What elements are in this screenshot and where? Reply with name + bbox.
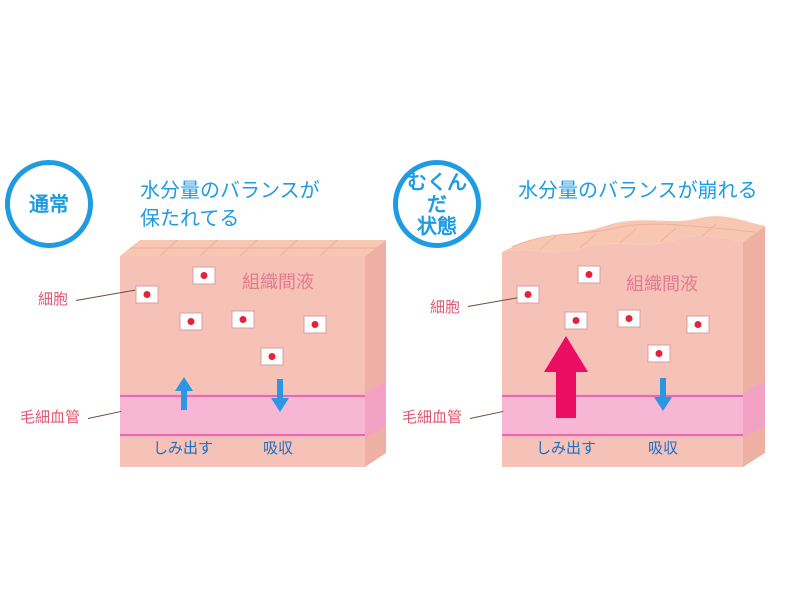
capillary — [502, 393, 743, 438]
cell-icon — [617, 309, 641, 328]
tissue-top-face — [502, 216, 765, 253]
label-cell: 細胞 — [38, 290, 69, 308]
tissue-block-normal — [120, 239, 386, 467]
status-badge-swollen: むくんだ状態 — [393, 160, 481, 248]
cell-icon — [192, 266, 216, 285]
down-arrow-icon — [654, 378, 672, 411]
label-capillary: 毛細血管 — [20, 408, 81, 426]
cell-icon — [516, 285, 540, 304]
up-arrow-icon — [544, 336, 588, 418]
down-arrow-icon — [271, 379, 289, 412]
tissue-top-grid — [130, 239, 376, 257]
cell-icon — [647, 344, 671, 363]
label-capillary: 毛細血管 — [402, 408, 463, 426]
capillary — [120, 393, 365, 438]
tissue-top-grid — [511, 223, 756, 250]
cell-icon — [577, 265, 601, 284]
cell-icon — [135, 285, 159, 304]
cell-icon — [179, 312, 203, 331]
label-interstitial-fluid: 組織間液 — [626, 274, 698, 295]
label-absorb: 吸収 — [263, 439, 294, 457]
label-interstitial-fluid: 組織間液 — [242, 272, 314, 293]
label-cell: 細胞 — [430, 298, 461, 316]
label-absorb: 吸収 — [648, 439, 679, 457]
headline-swollen: 水分量のバランスが崩れる — [518, 178, 758, 202]
up-arrow-icon — [175, 377, 193, 410]
status-badge-normal: 通常 — [5, 160, 93, 248]
tissue-block-swollen — [502, 216, 765, 467]
cell-icon — [303, 315, 327, 334]
cell-icon — [260, 347, 284, 366]
cell-icon — [686, 315, 710, 334]
cell-icon — [231, 310, 255, 329]
cell-icon — [564, 311, 588, 330]
panel-normal: 通常 水分量のバランスが 保たれてる 細胞 毛細血管 組織間液 しみ出す 吸収 — [5, 160, 386, 467]
headline-normal: 水分量のバランスが 保たれてる — [140, 178, 320, 230]
panel-swollen: むくんだ状態 水分量のバランスが崩れる 細胞 毛細血管 組織間液 しみ出す 吸収 — [393, 0, 800, 600]
label-exude: しみ出す — [153, 439, 214, 457]
label-exude: しみ出す — [536, 439, 597, 457]
